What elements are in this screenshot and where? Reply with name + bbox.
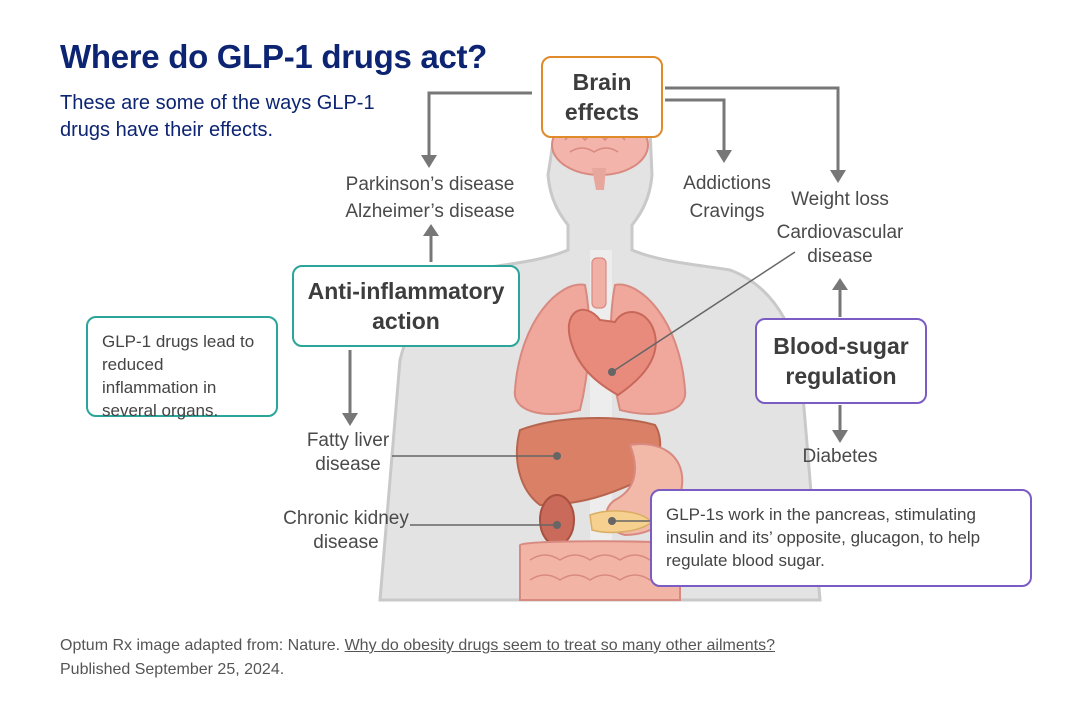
brain-line1: Brain — [572, 69, 632, 95]
diabetes-label: Diabetes — [802, 446, 878, 467]
blood-sugar-line1: Blood-sugar — [773, 333, 909, 359]
parkinsons-label: Parkinson’s disease — [345, 174, 515, 195]
addictions-label: Addictions — [683, 173, 771, 194]
pancreas-note: GLP-1s work in the pancreas, stimulating… — [650, 489, 1032, 587]
arrow-brain-to-addiction — [665, 98, 726, 150]
brain-line2: effects — [564, 99, 640, 125]
anti-inflammatory-line1: Anti-inflammatory — [307, 278, 505, 304]
published-date: Published September 25, 2024. — [60, 661, 285, 678]
page-title: Where do GLP-1 drugs act? — [60, 38, 488, 75]
inflammation-note: GLP-1 drugs lead to reduced inflammation… — [86, 316, 278, 420]
chronic-kidney-label-line1: Chronic kidney — [283, 508, 409, 529]
chronic-kidney-label-line2: disease — [313, 532, 379, 553]
cardio-pointer — [611, 251, 796, 373]
heart-organ — [567, 308, 657, 397]
blood-sugar-box: Blood-sugar regulation — [755, 318, 927, 404]
source-link[interactable]: Why do obesity drugs seem to treat so ma… — [344, 637, 775, 654]
fatty-liver-label-line1: Fatty liver — [306, 430, 390, 451]
cravings-label: Cravings — [689, 201, 765, 222]
anti-inflammatory-line2: action — [372, 308, 440, 334]
fatty-liver-label-line2: disease — [315, 454, 381, 475]
page-subtitle: These are some of the ways GLP-1 drugs h… — [60, 92, 375, 141]
anti-inflammatory-box: Anti-inflammatory action — [292, 265, 520, 347]
arrow-brain-to-weight — [665, 86, 840, 170]
weight-loss-label: Weight loss — [791, 189, 889, 210]
source-prefix: Optum Rx image adapted from: Nature. — [60, 637, 341, 654]
cardiovascular-label-line2: disease — [807, 246, 873, 267]
brain-effects-box: Brain effects — [541, 56, 663, 138]
arrows — [348, 86, 842, 430]
arrow-brain-to-neuro — [427, 91, 532, 155]
source-footer: Optum Rx image adapted from: Nature. Why… — [60, 634, 775, 682]
kidney-organ — [539, 494, 575, 546]
alzheimers-label: Alzheimer’s disease — [345, 201, 515, 222]
blood-sugar-line2: regulation — [785, 363, 897, 389]
cardiovascular-label-line1: Cardiovascular — [776, 222, 904, 243]
